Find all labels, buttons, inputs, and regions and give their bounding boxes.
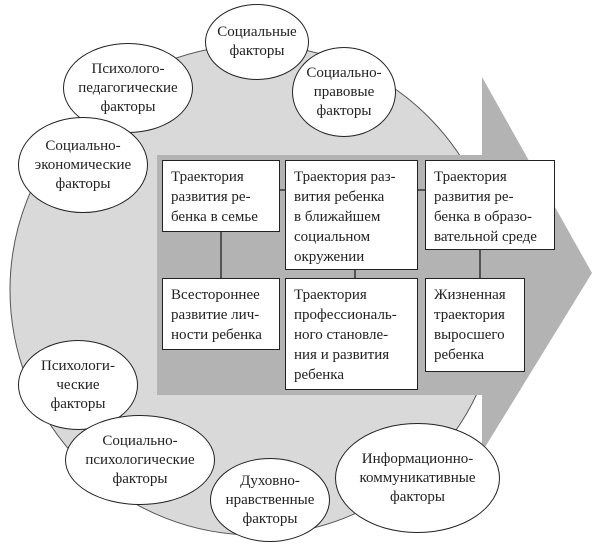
factor-social: Социальные факторы — [205, 4, 309, 80]
trajectory-family: Траектория развития ре- бенка в семье — [162, 160, 280, 232]
trajectory-social-environment: Траектория раз- вития ребенка в ближайше… — [285, 160, 418, 270]
trajectory-professional: Траектория профессиональ- ного становле-… — [285, 278, 418, 390]
factor-socio-psychological: Социально- психологические факторы — [65, 415, 215, 505]
trajectory-educational-environment: Траектория развития ре- бенка в образо- … — [425, 160, 555, 250]
factor-psychological: Психологи- ческие факторы — [18, 340, 138, 430]
factor-social-legal: Социально- правовые факторы — [292, 47, 396, 137]
factor-info-communicative: Информационно- коммуникативные факторы — [335, 423, 500, 533]
trajectory-adult-life: Жизненная траектория выросшего ребенка — [425, 278, 525, 372]
factor-socio-economic: Социально- экономические факторы — [18, 117, 148, 213]
factor-spiritual-moral: Духовно- нравственные факторы — [210, 458, 330, 542]
trajectory-personality: Всестороннее развитие лич- ности ребенка — [162, 278, 280, 350]
connector-lines — [220, 189, 481, 278]
